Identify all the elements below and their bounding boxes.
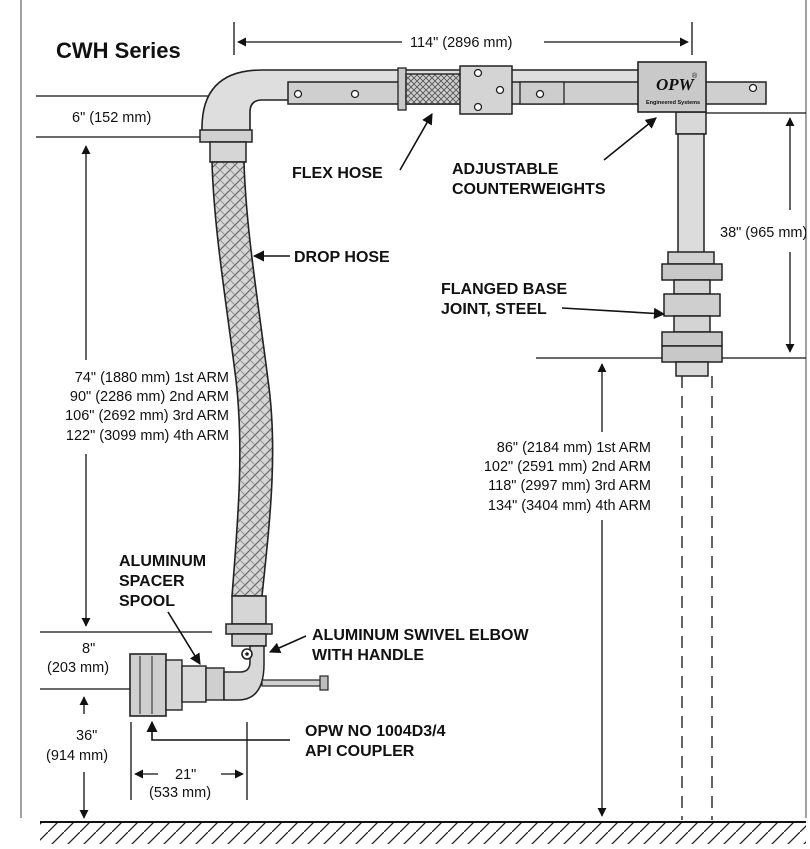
coupler-height-mm: (914 mm) <box>46 748 108 764</box>
brand-logo: OPW <box>656 75 696 94</box>
api-coupler-label-line2: API COUPLER <box>305 743 415 760</box>
swivel-elbow-label-line1: ALUMINUM SWIVEL ELBOW <box>312 627 529 644</box>
drop-hose <box>209 141 274 647</box>
coupler-reach-mm: (533 mm) <box>149 785 211 801</box>
flanged-base-label-line2: JOINT, STEEL <box>441 301 547 318</box>
dimension-coupler-height: 36" (914 mm) <box>46 696 108 819</box>
dimension-swivel-offset: 8" (203 mm) <box>40 641 130 690</box>
coupler-height-inch: 36" <box>76 728 97 744</box>
drop-length-3: 106" (2692 mm) 3rd ARM <box>65 408 229 424</box>
label-flex-hose: FLEX HOSE <box>292 113 433 182</box>
ground <box>40 821 806 844</box>
dimension-elbow-offset: 6" (152 mm) <box>36 95 212 138</box>
brand-registered: ® <box>692 72 698 80</box>
label-swivel-elbow: ALUMINUM SWIVEL ELBOW WITH HANDLE <box>268 627 529 664</box>
opw-counterweight-box: OPW ® Engineered Systems <box>637 61 707 113</box>
page-frame <box>20 0 807 818</box>
riser-height-label: 38" (965 mm) <box>720 225 807 241</box>
flex-hose-label: FLEX HOSE <box>292 165 383 182</box>
label-counterweights: ADJUSTABLE COUNTERWEIGHTS <box>452 117 657 198</box>
swivel-offset-mm: (203 mm) <box>47 660 109 676</box>
drop-length-2: 90" (2286 mm) 2nd ARM <box>70 389 229 405</box>
arm-length-label: 114" (2896 mm) <box>410 35 512 51</box>
coupler-assembly <box>129 645 329 717</box>
dimension-arm-length: 114" (2896 mm) <box>233 22 693 55</box>
spacer-spool-label-line3: SPOOL <box>119 593 175 610</box>
counterweights-label-line1: ADJUSTABLE <box>452 161 559 178</box>
label-flanged-base: FLANGED BASE JOINT, STEEL <box>441 281 666 319</box>
drop-length-4: 122" (3099 mm) 4th ARM <box>66 428 229 444</box>
drop-hose-label: DROP HOSE <box>294 249 390 266</box>
spacer-spool-label-line1: ALUMINUM <box>119 553 206 570</box>
base-height-2: 102" (2591 mm) 2nd ARM <box>484 459 651 475</box>
brand-tagline: Engineered Systems <box>646 100 700 106</box>
api-coupler-label-line1: OPW NO 1004D3/4 <box>305 723 446 740</box>
counterweights-label-line2: COUNTERWEIGHTS <box>452 181 606 198</box>
dimension-coupler-reach: 21" (533 mm) <box>130 722 248 801</box>
dimension-base-height: 86" (2184 mm) 1st ARM 102" (2591 mm) 2nd… <box>484 363 651 817</box>
riser-column <box>661 111 723 820</box>
coupler-reach-inch: 21" <box>175 767 196 783</box>
swivel-elbow-label-line2: WITH HANDLE <box>312 647 424 664</box>
drop-length-1: 74" (1880 mm) 1st ARM <box>75 370 229 386</box>
elbow-offset-label: 6" (152 mm) <box>72 110 151 126</box>
label-drop-hose: DROP HOSE <box>252 249 390 266</box>
label-spacer-spool: ALUMINUM SPACER SPOOL <box>119 553 206 665</box>
flanged-base-label-line1: FLANGED BASE <box>441 281 568 298</box>
swivel-offset-inch: 8" <box>82 641 95 657</box>
dimension-drop-length: 74" (1880 mm) 1st ARM 90" (2286 mm) 2nd … <box>40 145 229 633</box>
diagram-title: CWH Series <box>56 38 181 63</box>
base-height-1: 86" (2184 mm) 1st ARM <box>497 440 651 456</box>
base-height-4: 134" (3404 mm) 4th ARM <box>488 498 651 514</box>
base-height-3: 118" (2997 mm) 3rd ARM <box>488 478 651 494</box>
label-api-coupler: OPW NO 1004D3/4 API COUPLER <box>146 720 446 760</box>
dimension-riser-height: 38" (965 mm) <box>536 112 807 359</box>
spacer-spool-label-line2: SPACER <box>119 573 185 590</box>
